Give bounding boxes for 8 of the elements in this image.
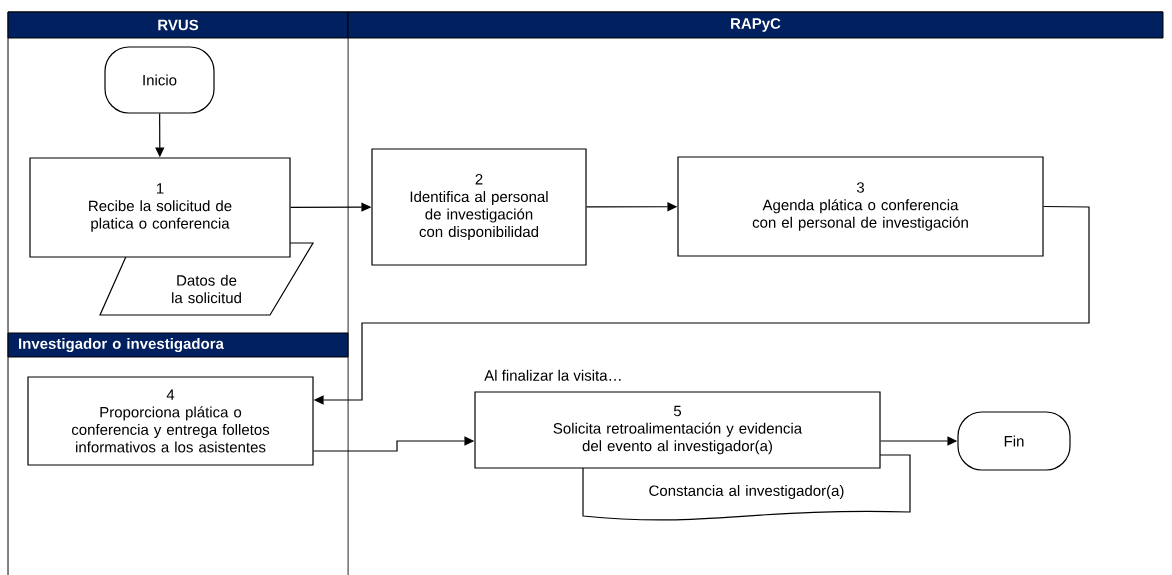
process-box: 3 Agenda plática o conferencia con el personal de investigación — [677, 156, 1044, 257]
process-box: 1 Recibe la solicitud de platica o conferencia — [29, 157, 291, 258]
process-box: 5 Solicita retroalimentación y evidencia del evento al investigador(a) — [474, 391, 881, 469]
note-text: Al finalizar la visita… — [484, 369, 621, 381]
lane-header: RVUS — [7, 11, 349, 39]
process-box: 4 Proporciona plática o conferencia y entrega folletos informativos a los asistentes — [27, 376, 314, 466]
process-box: 2 Identifica al personal de investigación con disponibilidad — [371, 148, 587, 266]
lane-header: Investigador o investigadora — [7, 332, 349, 358]
